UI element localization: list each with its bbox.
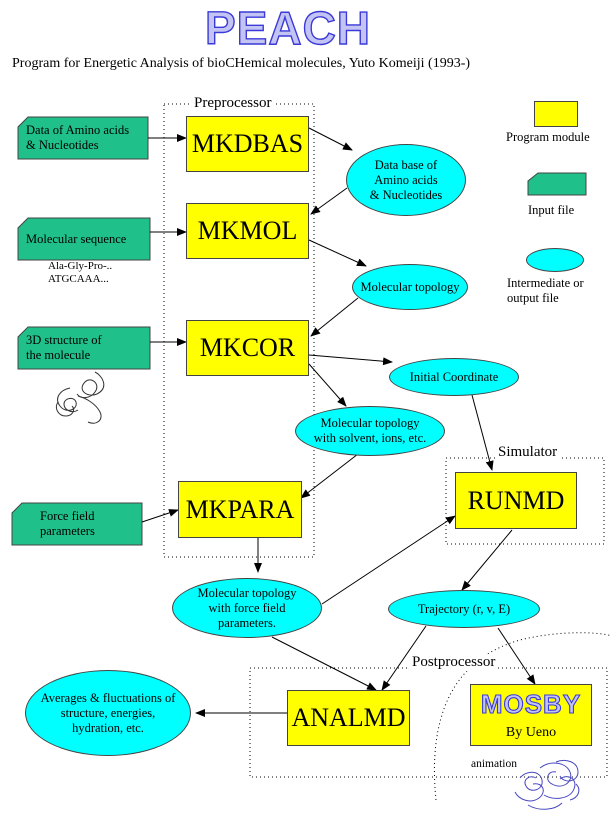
postprocessor-label: Postprocessor (410, 654, 498, 671)
module-analmd: ANALMD (287, 690, 410, 746)
module-runmd: RUNMD (455, 472, 577, 529)
module-mkcor: MKCOR (186, 320, 309, 376)
molecule-doodle-icon (55, 371, 105, 424)
input-shape-amino (17, 116, 149, 160)
input-shape-sequence (17, 217, 151, 261)
peach-logo: PEACH (204, 1, 372, 54)
simulator-frame (445, 457, 605, 545)
legend-module-swatch (534, 101, 578, 127)
input-shape-forcefield (11, 502, 143, 546)
oval-topology: Molecular topology (352, 264, 468, 310)
oval-initial-coordinate: Initial Coordinate (389, 358, 519, 396)
legend-oval-swatch (526, 248, 584, 272)
input-shape-structure (17, 326, 151, 370)
module-mosby: MOSBY By Ueno (470, 684, 592, 746)
legend-module-label: Program module (506, 130, 590, 144)
module-mkdbas: MKDBAS (186, 116, 309, 172)
module-mkmol: MKMOL (186, 203, 309, 259)
animation-label: animation (471, 758, 517, 770)
input-sequence: Molecular sequence (26, 231, 127, 246)
postprocessor-frame (249, 667, 608, 778)
input-amino: Data of Amino acids& Nucleotides (26, 123, 130, 152)
legend-input-shape (527, 172, 587, 196)
preprocessor-label: Preprocessor (192, 95, 274, 112)
subtitle: Program for Energetic Analysis of bioCHe… (12, 56, 471, 71)
mosby-logo: MOSBY (480, 689, 582, 720)
module-mkpara: MKPARA (178, 481, 302, 538)
mosby-author: By Ueno (505, 724, 557, 740)
oval-trajectory: Trajectory (r, v, E) (388, 590, 540, 628)
animation-doodle-icon (514, 759, 580, 810)
sequence-examples: Ala-Gly-Pro-..ATGCAAA... (48, 260, 113, 285)
legend-input-label: Input file (528, 203, 575, 217)
simulator-label: Simulator (496, 444, 560, 461)
